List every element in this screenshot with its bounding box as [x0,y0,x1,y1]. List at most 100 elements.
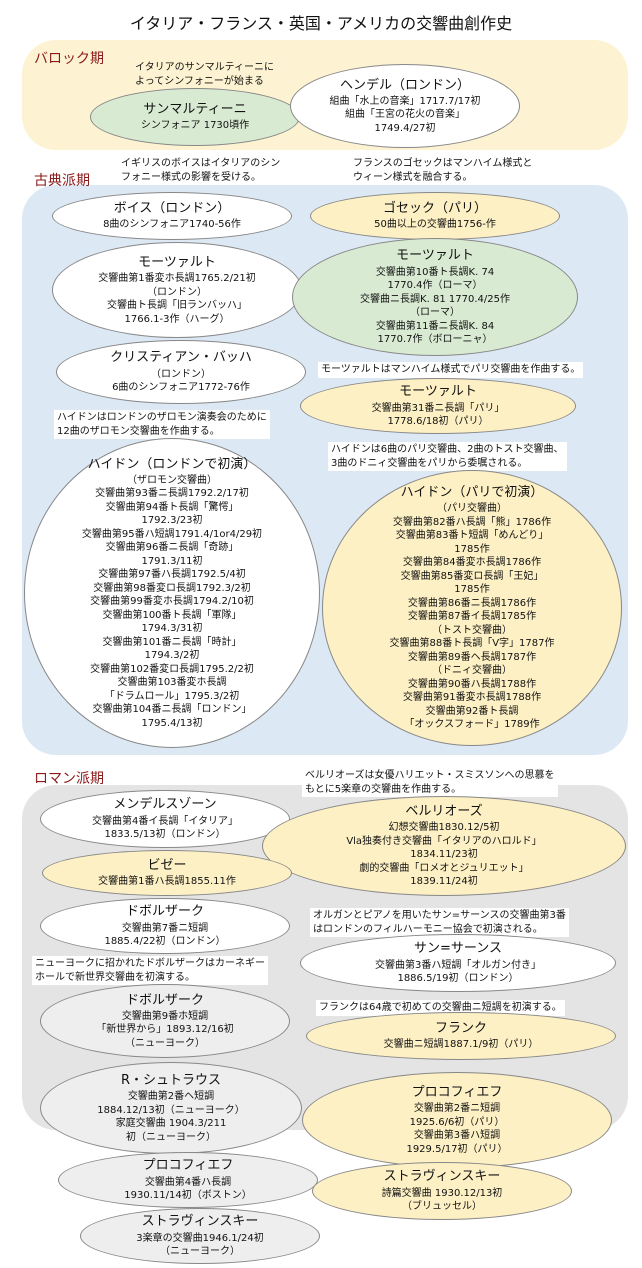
composer-oval-handel: ヘンデル（ロンドン）組曲「水上の音楽」1717.7/17初組曲「王宮の花火の音楽… [290,64,520,148]
work-line: 1834.11/23初 [410,849,478,861]
composer-name: ドボルザーク [125,992,204,1008]
work-line: （トスト交響曲） [432,624,512,636]
composer-oval-mozart: モーツァルト交響曲第31番ニ長調「パリ」1778.6/18初（パリ） [300,378,576,434]
work-line: 1791.3/11初 [141,555,203,567]
work-line: （ドニィ交響曲） [432,665,512,677]
note-line: イギリスのボイスはイタリアのシン [121,158,281,169]
note-line: ホールで新世界交響曲を初演する。 [35,971,195,983]
work-line: 1885.4/22初（ロンドン） [104,936,226,948]
composer-name: ハイドン（パリで初演） [400,485,544,501]
note-line: もとに5楽章の交響曲を作曲する。 [305,783,462,795]
work-line: 交響曲第84番変ホ長調1786作 [402,557,542,569]
composer-name: サンマルティーニ [143,102,247,118]
note-line: フランクは64歳で初めての交響曲ニ短調を初演する。 [319,1002,562,1013]
composer-oval-boyce: ボイス（ロンドン） 8曲のシンフォニア1740-56作 [52,192,292,240]
work-line: （ロンドン） [147,286,207,298]
composer-name: フランク [434,1021,487,1037]
composer-oval-haydn-paris: ハイドン（パリで初演）（パリ交響曲）交響曲第82番ハ長調「熊」1786作交響曲第… [322,470,622,746]
note-line: はロンドンのフィルハーモニー協会で初演される。 [313,923,543,935]
work-line: 交響曲第3番ハ短調 [413,1130,501,1142]
work-line: 1886.5/19初（ロンドン） [397,973,519,985]
composer-name: ストラヴィンスキー [141,1214,259,1230]
note: ベルリオーズは女優ハリエット・スミスソンへの思慕を もとに5楽章の交響曲を作曲す… [302,768,558,797]
work-line: 1785作 [454,543,490,555]
work-line: 交響曲第94番ト長調「驚愕」 [105,501,239,513]
work-line: 交響曲第92番ト長調 [425,705,519,717]
work-line: 8曲のシンフォニア1740-56作 [103,219,241,231]
work-line: 劇的交響曲「ロメオとジュリエット」 [359,862,529,874]
work-line: （ニューヨーク） [125,1037,205,1049]
work-line: 1766.1-3作（ハーグ） [124,313,230,325]
composer-oval-jcbach: クリスティアン・バッハ（ロンドン）6曲のシンフォニア1772-76作 [56,340,306,404]
diagram-title: イタリア・フランス・英国・アメリカの交響曲創作史 [129,14,513,33]
note: ニューヨークに招かれたドボルザークはカーネギー ホールで新世界交響曲を初演する。 [32,956,268,985]
note: フランスのゴセックはマンハイム様式と ウィーン様式を融合する。 [350,156,536,185]
work-line: 組曲「水上の音楽」1717.7/17初 [329,95,481,107]
note-line: モーツァルトはマンハイム様式でパリ交響曲を作曲する。 [321,364,581,375]
note-line: ベルリオーズは女優ハリエット・スミスソンへの思慕を [305,770,555,781]
note-line: 3曲のドニィ交響曲をパリから委嘱される。 [331,457,528,469]
work-line: 交響曲第85番変ロ長調「王妃」 [400,570,544,582]
work-line: （ロンドン） [151,368,211,380]
work-line: 交響曲第86番ニ長調1786作 [407,597,537,609]
composer-name: ヘンデル（ロンドン） [339,77,470,93]
work-line: 交響曲第31番ニ長調「パリ」 [371,402,505,414]
work-line: （ローマ） [410,307,460,319]
composer-oval-bizet: ビゼー交響曲第1番ハ長調1855.11作 [42,850,292,896]
composer-name: ストラヴィンスキー [383,1169,501,1185]
work-line: 1794.3/31初 [141,623,203,635]
composer-name: モーツァルト [396,248,474,264]
note: ハイドンは6曲のパリ交響曲、2曲のトスト交響曲、 3曲のドニィ交響曲をパリから委… [328,442,567,471]
note: イタリアのサンマルティーニに よってシンフォニーが始まる [132,60,277,89]
work-line: 1770.4作（ローマ） [387,280,483,292]
work-line: Vla独奏付き交響曲「イタリアのハロルド」 [346,835,542,847]
composer-oval-dvorak: ドボルザーク交響曲第9番ホ短調「新世界から」1893.12/16初（ニューヨーク… [40,984,290,1058]
work-line: 「オックスフォード」1789作 [404,719,540,731]
note: ハイドンはロンドンのザロモン演奏会のために 12曲のザロモン交響曲を作曲する。 [54,410,270,439]
era-label-classical: 古典派期 [34,173,90,189]
work-line: （ザロモン交響曲） [127,474,217,486]
composer-name: ボイス（ロンドン） [113,201,231,217]
work-line: 1833.5/13初（ロンドン） [104,829,226,841]
note-line: フォニー様式の影響を受ける。 [121,171,261,183]
composer-oval-sammartini: サンマルティーニシンフォニア 1730頃作 [90,88,300,146]
work-line: 交響曲第90番ハ長調1788作 [407,678,537,690]
work-line: 1792.3/23初 [141,515,203,527]
work-line: 交響曲ニ長調K. 81 1770.4/25作 [360,293,510,305]
note: フランクは64歳で初めての交響曲ニ短調を初演する。 [316,1000,565,1016]
work-line: 6曲のシンフォニア1772-76作 [112,382,250,394]
composer-name: ビゼー [147,858,187,874]
work-line: 1749.4/27初 [374,122,436,134]
work-line: 1925.6/6初（パリ） [409,1116,505,1128]
work-line: 交響曲第97番ハ長調1792.5/4初 [98,569,246,581]
work-line: 交響曲第2番ニ短調 [413,1103,501,1115]
work-line: 50曲以上の交響曲1756-作 [374,219,496,231]
work-line: 1930.11/14初（ボストン） [124,1190,252,1202]
work-line: 交響曲第2番ヘ短調 [127,1091,215,1103]
work-line: （ニューヨーク） [160,1246,240,1258]
composer-name: ゴセック（パリ） [382,201,487,217]
work-line: 交響曲第88番ト長調「V字」1787作 [389,638,555,650]
work-line: 1795.4/13初 [141,717,203,729]
note-line: ハイドンはロンドンのザロモン演奏会のために [57,412,267,423]
composer-name: プロコフィエフ [142,1158,234,1174]
note-line: フランスのゴセックはマンハイム様式と [353,158,533,169]
work-line: 交響曲第87番イ長調1785作 [407,611,537,623]
work-line: 交響曲第9番ホ短調 [121,1010,209,1022]
work-line: （ブリュッセル） [402,1201,482,1213]
work-line: 交響曲第93番ニ長調1792.2/17初 [95,488,249,500]
work-line: 交響曲第96番ニ長調「奇跡」 [105,542,239,554]
work-line: 交響曲ニ短調1887.1/9初（パリ） [383,1039,539,1051]
work-line: 交響曲第103番変ホ長調 [117,677,227,689]
composer-name: R・シュトラウス [120,1072,222,1088]
note-line: ウィーン様式を融合する。 [353,171,473,183]
work-line: 交響曲第99番変ホ長調1794.2/10初 [90,596,254,608]
work-line: 詩篇交響曲 1930.12/13初 [381,1187,503,1199]
